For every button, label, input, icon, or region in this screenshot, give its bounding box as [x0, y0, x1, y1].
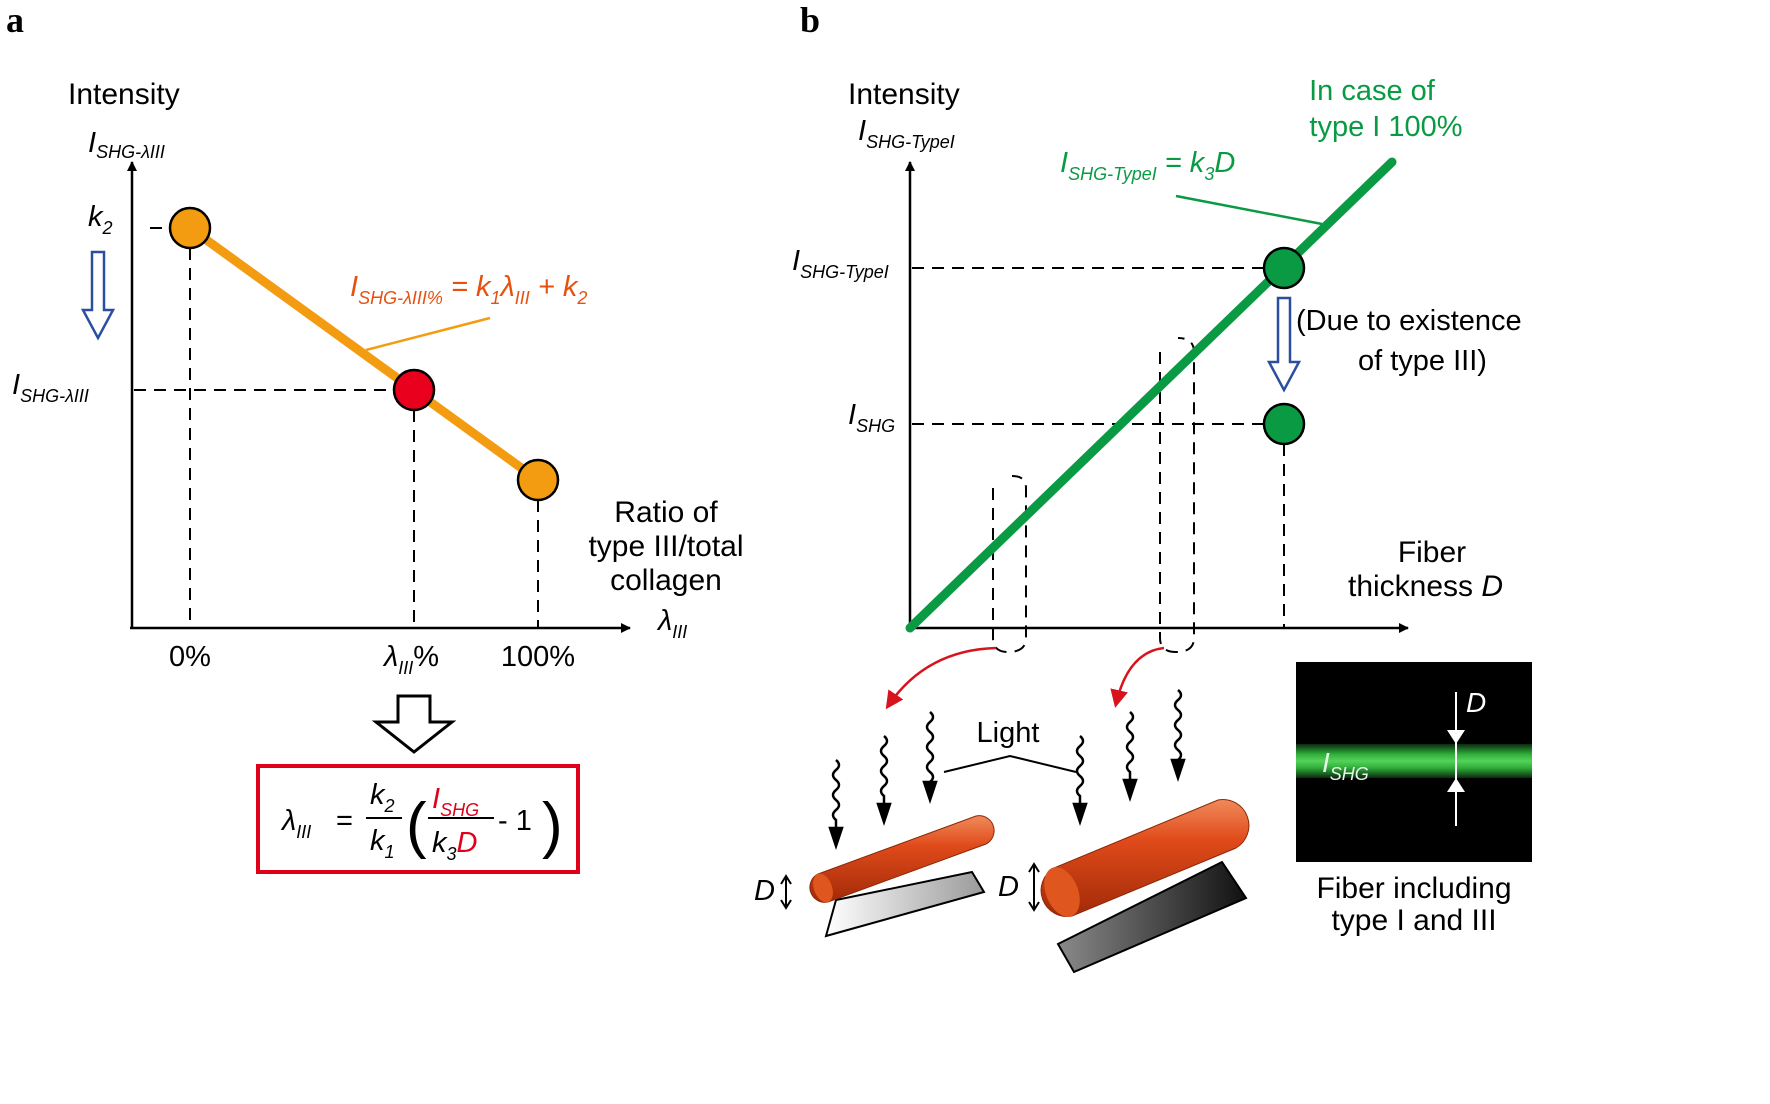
b-caption-2: type I and III — [1331, 904, 1496, 937]
a-result-arrow-icon — [371, 694, 457, 754]
a-orange-line — [185, 223, 543, 485]
light-wave-head-1 — [828, 826, 844, 850]
b-thick-d-label: D — [998, 871, 1019, 903]
a-point-0pct — [168, 206, 212, 250]
a-decrease-arrow-icon — [80, 250, 116, 341]
b-thin-cylinder — [809, 815, 995, 903]
b-thin-d-arrowheads — [780, 874, 792, 910]
b-eq-leader — [1175, 194, 1323, 226]
light-wave-6 — [1173, 689, 1183, 764]
light-wave-head-5 — [1122, 778, 1138, 802]
a-x-title-2: type III/total — [588, 530, 743, 563]
b-inset-image: D ISHG — [1296, 662, 1532, 862]
a-x-var: λIII — [656, 605, 687, 642]
a-i-level-label: ISHG-λIII — [12, 369, 89, 406]
b-line-equation: ISHG-TypeI = k3D — [1060, 147, 1235, 184]
b-inset-ishg-label: ISHG — [1322, 747, 1369, 784]
b-thick-fiber: D — [998, 799, 1250, 974]
b-x-title-2: thickness D — [1348, 570, 1503, 603]
b-thin-fiber: D — [754, 815, 995, 938]
b-thick-plate — [1056, 860, 1248, 974]
formula-ishg: ISHG — [432, 783, 479, 820]
formula-k3d: k3D — [432, 827, 478, 864]
b-point-shg — [1262, 402, 1306, 446]
panel-a-label: a — [6, 0, 24, 40]
b-thick-d-arrowheads — [1028, 862, 1040, 912]
b-case-line-2: type I 100% — [1309, 111, 1462, 143]
b-thick-cylinder-end — [1044, 867, 1080, 917]
light-wave-3 — [925, 711, 935, 786]
a-formula: λIII = k2 k1 ( ISHG k3D - 1 ) — [280, 779, 563, 864]
b-due-line-2: of type III) — [1358, 345, 1487, 377]
b-y-var: ISHG-TypeI — [858, 115, 955, 152]
b-red-arrow-left — [885, 646, 997, 710]
b-inset-arrow-down — [1447, 730, 1465, 744]
panel-b: b Intensity ISHG-TypeI ISHG-TypeI ISHG I… — [754, 0, 1532, 974]
b-level-shg: ISHG — [848, 399, 895, 436]
b-due-line-1: (Due to existence — [1296, 305, 1522, 337]
b-green-line — [905, 157, 1397, 633]
b-x-title-1: Fiber — [1398, 536, 1466, 569]
a-point-100pct — [516, 458, 560, 502]
b-thin-plate — [824, 870, 986, 938]
a-tick-lambda: λIII% — [382, 641, 439, 678]
a-eq-leader — [365, 316, 491, 352]
formula-open-paren: ( — [406, 791, 427, 860]
panel-a: a Intensity ISHG-λIII k2 ISHG-λIII ISHG-… — [6, 0, 744, 874]
formula-minus-one: - 1 — [498, 805, 532, 837]
b-light-label: Light — [977, 717, 1040, 749]
light-wave-head-2 — [876, 802, 892, 826]
panel-b-label: b — [800, 0, 820, 40]
b-thin-d-label: D — [754, 875, 775, 907]
formula-equals: = — [336, 805, 353, 837]
a-line-equation: ISHG-λIII% = k1λIII + k2 — [350, 271, 587, 308]
b-caption-1: Fiber including — [1316, 872, 1511, 905]
b-inset-arrow-up — [1447, 778, 1465, 792]
b-thin-cylinder-end — [813, 873, 833, 903]
light-wave-head-6 — [1170, 758, 1186, 782]
a-formula-box — [256, 764, 580, 874]
light-wave-head-3 — [922, 780, 938, 804]
b-red-arrow-right — [1110, 646, 1165, 708]
a-y-title: Intensity — [68, 78, 180, 111]
b-decrease-arrow-icon — [1266, 296, 1302, 393]
b-inset-fiber-band — [1296, 744, 1532, 778]
formula-close-paren: ) — [542, 791, 563, 860]
b-inset-d-label: D — [1466, 687, 1486, 718]
a-x-title-3: collagen — [610, 564, 722, 597]
b-case-line-1: In case of — [1309, 75, 1436, 107]
light-wave-1 — [831, 759, 841, 832]
formula-k1: k1 — [370, 825, 395, 862]
light-wave-head-4 — [1072, 802, 1088, 826]
b-bracket-thin — [992, 475, 1027, 654]
a-tick-0pct: 0% — [169, 641, 211, 673]
a-point-lambda — [392, 368, 436, 412]
b-thick-cylinder — [1040, 799, 1250, 917]
light-wave-2 — [879, 735, 889, 808]
formula-lhs: λIII — [280, 805, 311, 842]
light-wave-5 — [1125, 711, 1135, 784]
formula-k2: k2 — [370, 779, 395, 816]
b-level-typei: ISHG-TypeI — [792, 245, 889, 282]
b-point-typei — [1262, 246, 1306, 290]
b-light-waves — [828, 689, 1186, 850]
light-wave-4 — [1075, 735, 1085, 808]
b-light-connector — [943, 754, 1077, 773]
b-bracket-thick — [1159, 337, 1195, 654]
a-x-title-1: Ratio of — [614, 496, 718, 529]
b-y-title: Intensity — [848, 78, 960, 111]
a-k2-label: k2 — [88, 201, 113, 238]
a-tick-100pct: 100% — [501, 641, 575, 673]
a-y-var: ISHG-λIII — [88, 127, 165, 162]
